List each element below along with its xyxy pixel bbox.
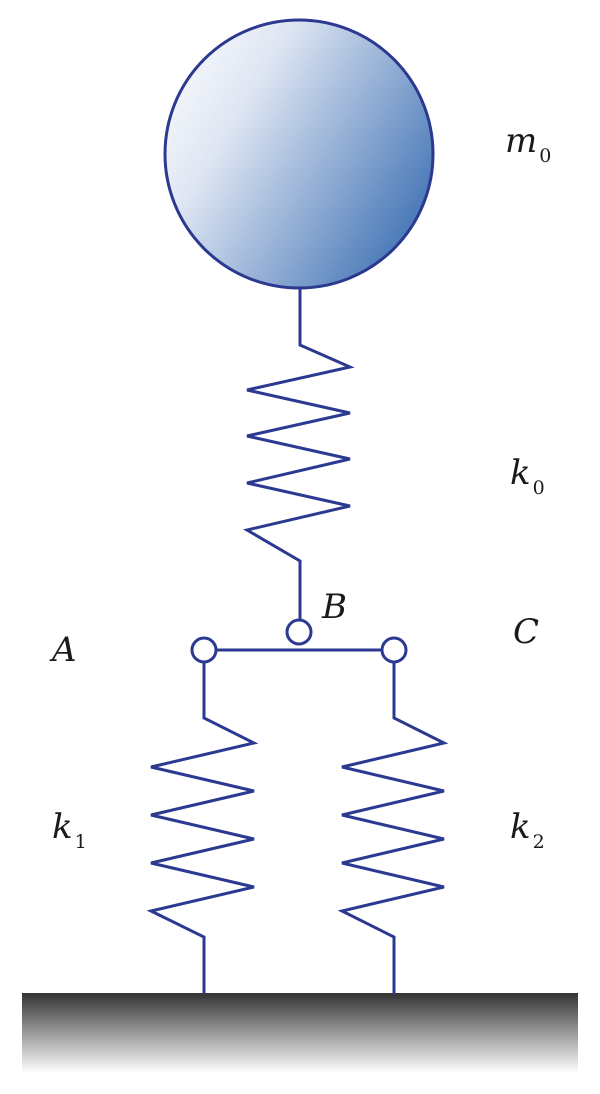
spring-k2 — [337, 660, 449, 995]
spring-k0 — [242, 286, 355, 622]
label-a: A — [49, 630, 77, 670]
label-b: B — [321, 587, 347, 627]
node-b — [285, 618, 313, 646]
spring-k1 — [146, 660, 259, 995]
mass-m0 — [163, 18, 435, 290]
node-a — [190, 636, 218, 664]
label-c: C — [513, 612, 539, 652]
ground — [22, 993, 578, 1073]
node-c — [380, 636, 408, 664]
